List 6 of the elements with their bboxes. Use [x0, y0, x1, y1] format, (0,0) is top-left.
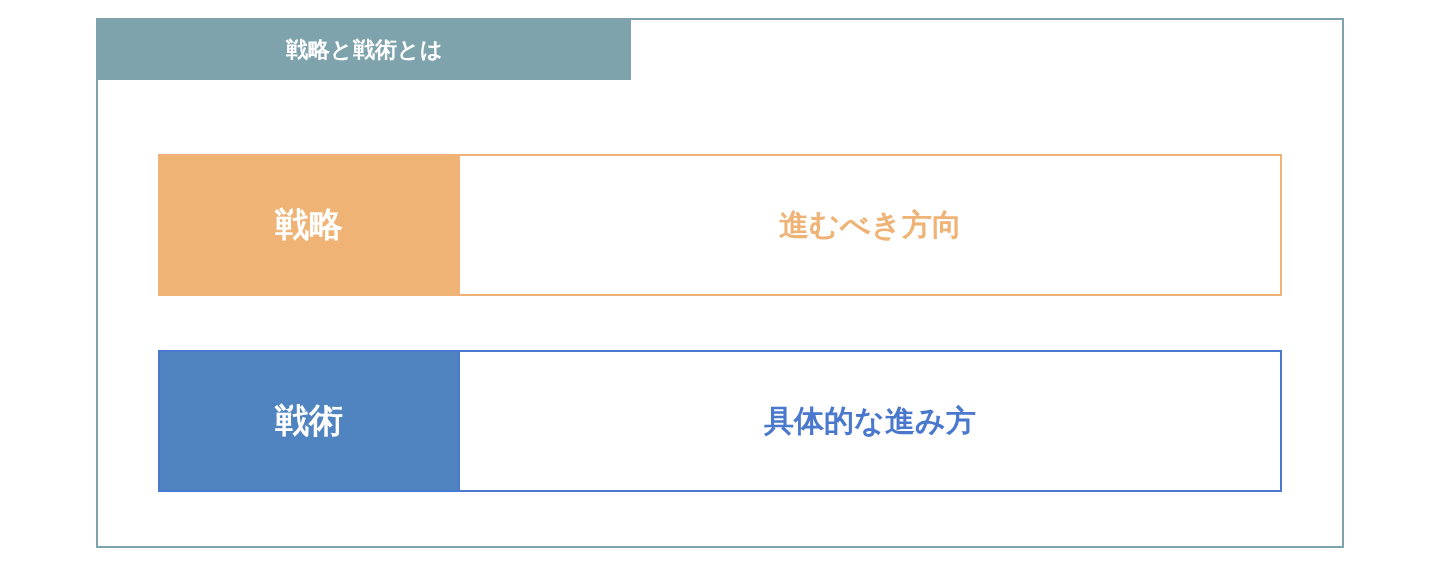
- description-panel: 進むべき方向: [458, 154, 1282, 296]
- term-label: 戦略: [158, 154, 460, 296]
- description-panel: 具体的な進み方: [458, 350, 1282, 492]
- outer-frame: [96, 18, 1344, 548]
- term-label: 戦術: [158, 350, 460, 492]
- title-tab: 戦略と戦術とは: [98, 20, 631, 80]
